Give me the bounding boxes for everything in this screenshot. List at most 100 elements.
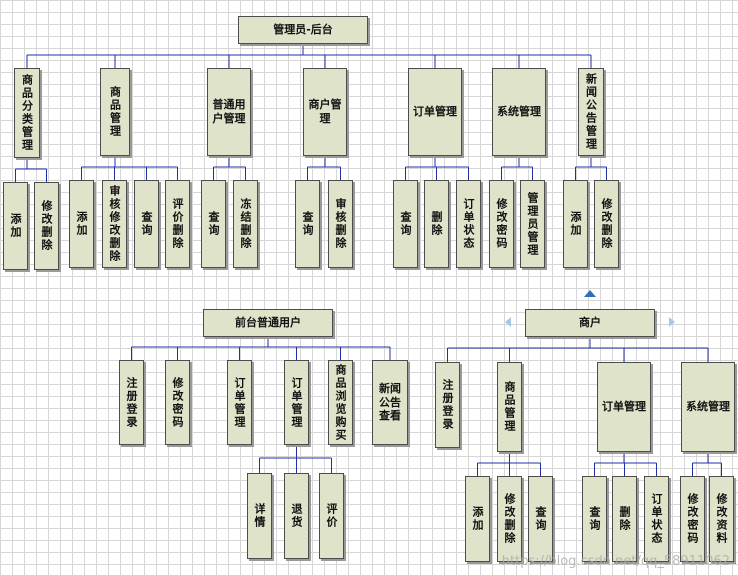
node-label: 查询	[207, 211, 220, 237]
node-a5c3[interactable]: 订单状态	[456, 180, 481, 268]
node-a7c1[interactable]: 添加	[563, 180, 588, 268]
node-a7[interactable]: 新闻公告管理	[578, 68, 604, 156]
node-a7c2[interactable]: 修改删除	[594, 180, 619, 268]
node-label: 商户	[579, 316, 601, 330]
node-m4[interactable]: 系统管理	[681, 362, 735, 452]
node-label: 订单管理	[233, 376, 246, 429]
node-label: 管理员-后台	[273, 23, 333, 37]
node-u4[interactable]: 订单管理	[284, 360, 309, 445]
node-m2c2[interactable]: 修改删除	[497, 476, 522, 562]
node-label: 查询	[140, 211, 153, 237]
node-a2c3[interactable]: 查询	[134, 180, 159, 268]
node-label: 评价	[325, 503, 338, 529]
node-label: 新闻公告查看	[379, 381, 401, 423]
node-a6c1[interactable]: 修改密码	[489, 180, 514, 268]
node-a3[interactable]: 普通用户管理	[207, 68, 251, 156]
node-u4c2[interactable]: 退货	[284, 473, 309, 559]
node-a1[interactable]: 商品分类管理	[14, 68, 40, 158]
node-label: 订单状态	[650, 493, 663, 545]
node-label: 前台普通用户	[235, 316, 301, 330]
node-a1c2[interactable]: 修改删除	[34, 182, 59, 270]
node-a1c1[interactable]: 添加	[3, 182, 28, 270]
node-label: 查询	[301, 211, 314, 237]
node-a3c1[interactable]: 查询	[201, 180, 226, 268]
node-label: 修改删除	[40, 200, 53, 252]
node-m4c2[interactable]: 修改资料	[709, 476, 734, 562]
node-a5c1[interactable]: 查询	[393, 180, 418, 268]
node-a5[interactable]: 订单管理	[408, 68, 462, 156]
node-label: 删除	[430, 211, 443, 237]
node-a4[interactable]: 商户管理	[303, 68, 347, 156]
node-a2[interactable]: 商品管理	[100, 68, 130, 156]
node-a2c2[interactable]: 审核修改删除	[102, 180, 127, 268]
node-label: 商品管理	[503, 381, 516, 433]
node-a5c2[interactable]: 删除	[424, 180, 449, 268]
node-label: 管理员管理	[526, 191, 539, 257]
node-label: 订单状态	[462, 198, 475, 250]
node-label: 添加	[75, 211, 88, 237]
node-label: 商品浏览购买	[334, 363, 347, 442]
node-label: 订单管理	[601, 400, 646, 414]
node-label: 商品分类管理	[20, 74, 34, 152]
node-a2c4[interactable]: 评价删除	[165, 180, 190, 268]
node-label: 查询	[588, 506, 601, 532]
node-label: 修改密码	[171, 376, 184, 429]
node-u4c3[interactable]: 评价	[319, 473, 344, 559]
node-m3[interactable]: 订单管理	[597, 362, 651, 452]
node-label: 注册登录	[441, 379, 454, 431]
selection-handle-right-icon[interactable]	[669, 317, 675, 327]
node-m4c1[interactable]: 修改密码	[680, 476, 705, 562]
node-admin[interactable]: 管理员-后台	[238, 16, 368, 44]
node-label: 详情	[253, 503, 266, 529]
node-label: 商品管理	[108, 86, 122, 138]
node-m3c1[interactable]: 查询	[582, 476, 607, 562]
node-label: 审核修改删除	[108, 185, 121, 263]
node-u6[interactable]: 新闻公告查看	[372, 360, 408, 445]
node-label: 审核删除	[334, 198, 347, 250]
node-a4c1[interactable]: 查询	[295, 180, 320, 268]
node-u5[interactable]: 商品浏览购买	[328, 360, 353, 445]
node-label: 系统管理	[685, 400, 730, 414]
node-a2c1[interactable]: 添加	[69, 180, 94, 268]
node-user[interactable]: 前台普通用户	[203, 309, 333, 337]
node-label: 普通用户管理	[212, 98, 246, 125]
node-label: 注册登录	[125, 376, 138, 429]
node-a6c2[interactable]: 管理员管理	[520, 180, 545, 268]
node-label: 订单管理	[412, 105, 457, 119]
node-label: 订单管理	[290, 376, 303, 429]
node-m3c3[interactable]: 订单状态	[644, 476, 669, 562]
node-label: 查询	[534, 506, 547, 532]
selection-handle-up-icon[interactable]	[584, 290, 596, 297]
node-u2[interactable]: 修改密码	[165, 360, 190, 445]
node-label: 商户管理	[308, 98, 342, 125]
node-label: 修改资料	[715, 493, 728, 545]
node-m1[interactable]: 注册登录	[435, 362, 460, 448]
node-u4c1[interactable]: 详情	[247, 473, 272, 559]
watermark: https://blog.csdn.net/qq_58911062	[501, 554, 730, 569]
node-label: 修改密码	[686, 493, 699, 545]
node-label: 系统管理	[496, 105, 541, 119]
node-u1[interactable]: 注册登录	[119, 360, 144, 445]
node-label: 修改删除	[600, 198, 613, 250]
node-label: 添加	[9, 213, 22, 239]
node-m2[interactable]: 商品管理	[497, 362, 522, 452]
node-m2c1[interactable]: 添加	[465, 476, 490, 562]
node-label: 添加	[569, 211, 582, 237]
node-u3[interactable]: 订单管理	[227, 360, 252, 445]
node-a4c2[interactable]: 审核删除	[328, 180, 353, 268]
node-label: 冻结删除	[239, 198, 252, 250]
node-label: 删除	[618, 506, 631, 532]
node-merchant[interactable]: 商户	[525, 309, 655, 337]
selection-handle-left-icon[interactable]	[505, 317, 511, 327]
node-label: 添加	[471, 506, 484, 532]
node-a6[interactable]: 系统管理	[492, 68, 546, 156]
node-label: 查询	[399, 211, 412, 237]
node-label: 修改密码	[495, 198, 508, 250]
node-a3c2[interactable]: 冻结删除	[233, 180, 258, 268]
node-label: 退货	[290, 503, 303, 529]
node-label: 新闻公告管理	[584, 73, 598, 151]
node-m3c2[interactable]: 删除	[612, 476, 637, 562]
node-m2c3[interactable]: 查询	[528, 476, 553, 562]
